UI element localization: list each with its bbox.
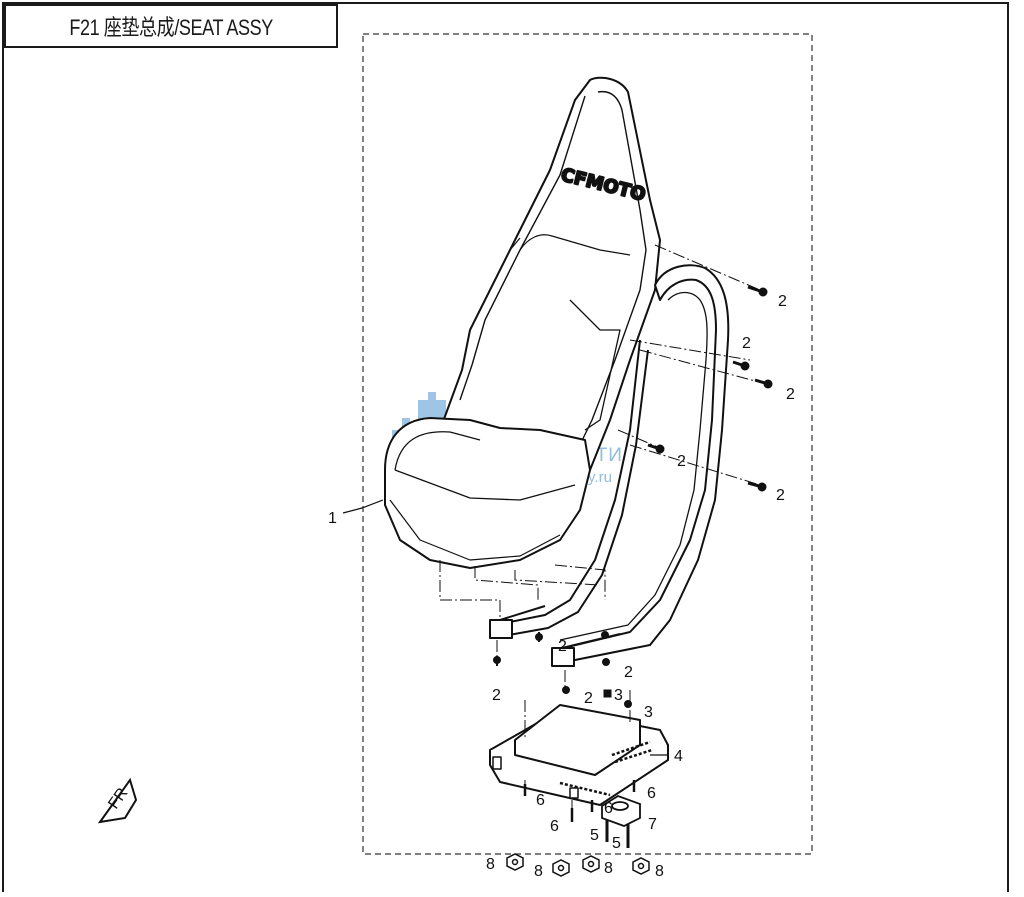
mount-bracket-part-4: [489, 704, 669, 806]
callout-6: 6: [604, 800, 613, 817]
callout-2: 2: [677, 453, 686, 470]
callout-2: 2: [492, 687, 501, 704]
callout-7: 7: [648, 816, 657, 833]
rubber-mount-part-7: [601, 795, 641, 827]
callout-3: 3: [614, 687, 623, 704]
callout-6: 6: [536, 792, 545, 809]
callout-2: 2: [778, 293, 787, 310]
callout-8: 8: [486, 856, 495, 873]
callout-labels: 1 2 2 2 2 2 2 2 2 2 3 3 4 5 5 6 6 6 6 7 …: [328, 293, 795, 880]
callout-8: 8: [534, 863, 543, 880]
title-box: F21 座垫总成/SEAT ASSY: [4, 4, 338, 48]
bolts-part-2: [493, 285, 773, 848]
callout-4: 4: [674, 748, 683, 765]
front-direction-icon: FR: [97, 777, 138, 824]
callout-2: 2: [624, 664, 633, 681]
callout-5: 5: [612, 835, 621, 852]
callout-6: 6: [550, 818, 559, 835]
nuts-part-8: [506, 853, 650, 877]
callout-2: 2: [742, 335, 751, 352]
assembly-boundary: [362, 33, 813, 855]
seat-part-1: CFMOTO: [384, 76, 661, 569]
seat-frame-tube: [489, 264, 730, 667]
callout-5: 5: [590, 827, 599, 844]
callout-2: 2: [558, 638, 567, 655]
leader-lines: [439, 244, 771, 822]
callout-1: 1: [328, 510, 337, 527]
page-title: F21 座垫总成/SEAT ASSY: [69, 15, 273, 40]
callout-3: 3: [644, 704, 653, 721]
callout-6: 6: [647, 785, 656, 802]
callout-8: 8: [604, 860, 613, 877]
callout-8: 8: [655, 863, 664, 880]
callout-2: 2: [584, 690, 593, 707]
callout-2: 2: [776, 487, 785, 504]
callout-2: 2: [786, 386, 795, 403]
